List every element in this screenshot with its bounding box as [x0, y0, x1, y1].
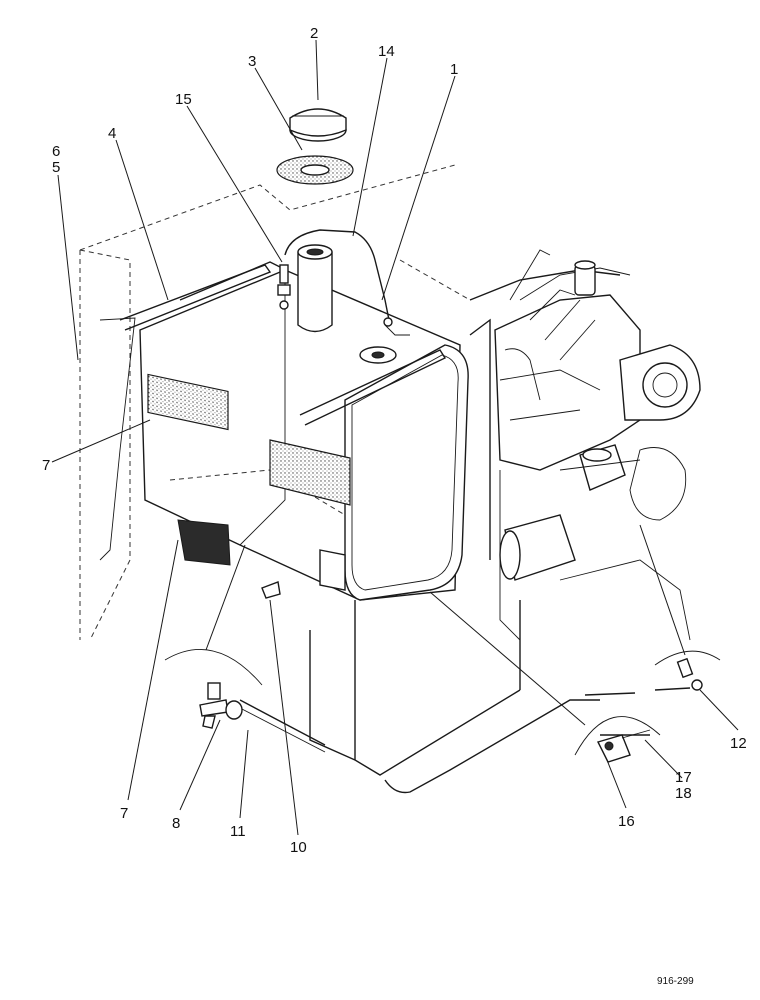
- callout-11: 11: [230, 823, 246, 840]
- callout-7-lower: 7: [120, 805, 128, 822]
- callout-12: 12: [730, 735, 747, 752]
- callout-7-upper: 7: [42, 457, 50, 474]
- callout-16: 16: [618, 813, 635, 830]
- figure-reference: 916-299: [657, 976, 694, 987]
- callouts: 1 2 3 4 5 6 7 7 8 10 11 12 14 15 16 17 1…: [42, 25, 747, 856]
- callout-2: 2: [310, 25, 318, 42]
- callout-8: 8: [172, 815, 180, 832]
- vent-pipe: [284, 229, 410, 336]
- leader-lines: [51, 39, 739, 836]
- return-fitting: [179, 261, 291, 310]
- callout-1: 1: [450, 61, 458, 78]
- drain-tap: [199, 682, 243, 729]
- callout-10: 10: [290, 839, 307, 856]
- fuel-pipes: [239, 687, 691, 794]
- tank-pedestal: [309, 318, 521, 776]
- drain-plug: [261, 581, 281, 599]
- callout-6: 6: [52, 143, 60, 160]
- pump-union: [676, 657, 703, 691]
- callout-15: 15: [175, 91, 192, 108]
- fuel-tank: [119, 264, 469, 601]
- filler-neck: [297, 244, 333, 333]
- engine-block: [469, 249, 701, 641]
- callout-3: 3: [248, 53, 256, 70]
- banjo-fitting: [596, 729, 651, 763]
- callout-4: 4: [108, 125, 116, 142]
- callout-18: 18: [675, 785, 692, 802]
- cap-gasket: [276, 155, 354, 185]
- filler-cap: [289, 108, 347, 142]
- callout-5: 5: [52, 159, 60, 176]
- callout-14: 14: [378, 43, 395, 60]
- sender-unit: [359, 346, 397, 364]
- callout-17: 17: [675, 769, 692, 786]
